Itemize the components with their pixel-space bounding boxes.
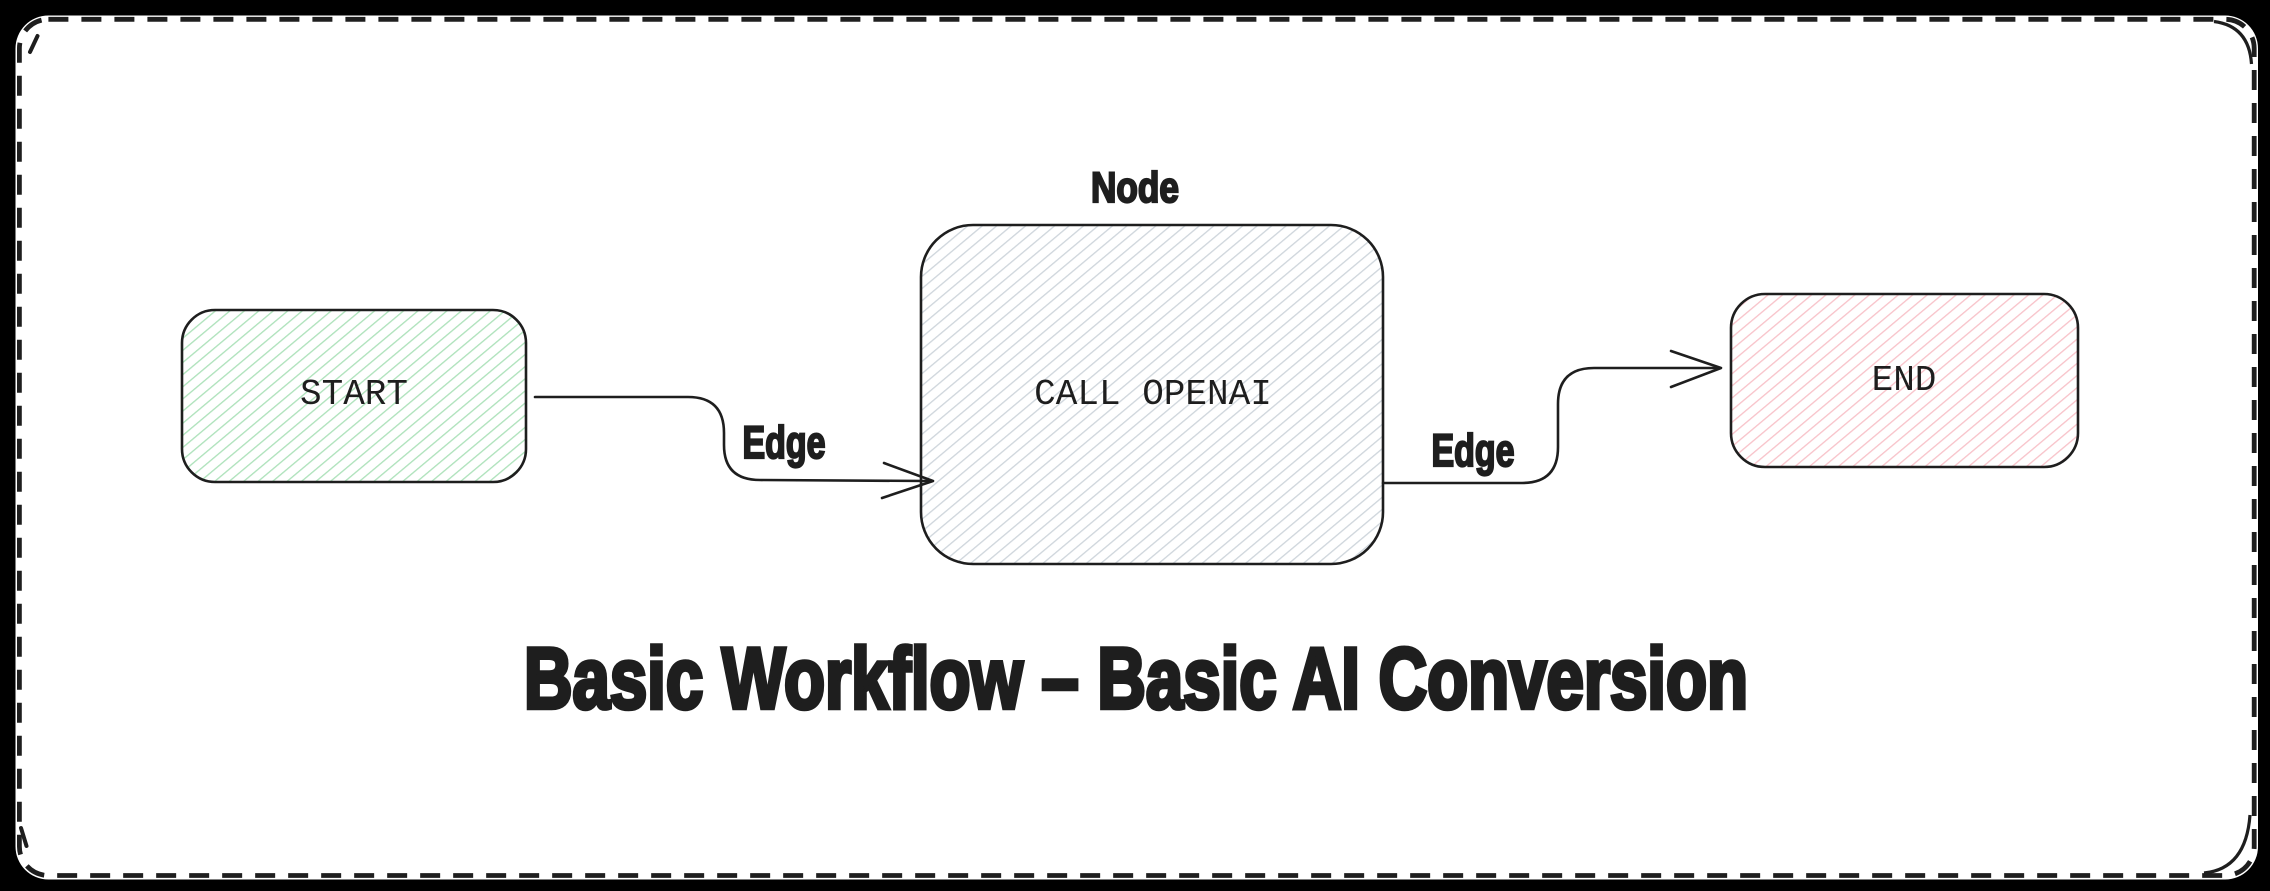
svg-text:Edge: Edge [1432,425,1515,476]
svg-text:Basic Workflow – Basic AI Conv: Basic Workflow – Basic AI Conversion [524,631,1748,727]
svg-text:Node: Node [1091,164,1179,212]
svg-text:END: END [1872,360,1937,401]
svg-text:CALL OPENAI: CALL OPENAI [1034,374,1272,415]
svg-text:START: START [300,374,408,415]
svg-text:Edge: Edge [743,417,826,468]
